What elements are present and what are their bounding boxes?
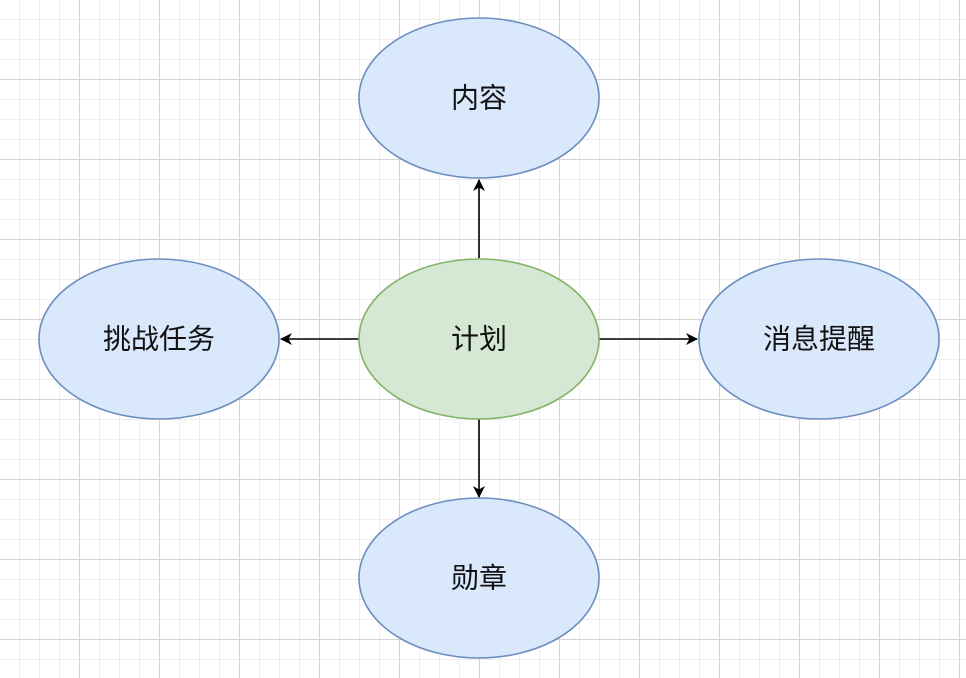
node-message-reminder-shape: [698, 258, 940, 420]
node-challenge-tasks-label: 挑战任务: [103, 323, 215, 356]
node-challenge-tasks[interactable]: 挑战任务: [38, 258, 280, 420]
node-plan-label: 计划: [451, 323, 507, 356]
node-badge-label: 勋章: [451, 562, 507, 595]
node-content-label: 内容: [451, 82, 507, 115]
node-content-shape: [358, 17, 600, 179]
node-plan[interactable]: 计划: [358, 258, 600, 420]
node-badge-shape: [358, 497, 600, 659]
node-message-reminder-label: 消息提醒: [763, 323, 875, 356]
node-content[interactable]: 内容: [358, 17, 600, 179]
node-badge[interactable]: 勋章: [358, 497, 600, 659]
node-message-reminder[interactable]: 消息提醒: [698, 258, 940, 420]
node-plan-shape: [358, 258, 600, 420]
node-challenge-tasks-shape: [38, 258, 280, 420]
